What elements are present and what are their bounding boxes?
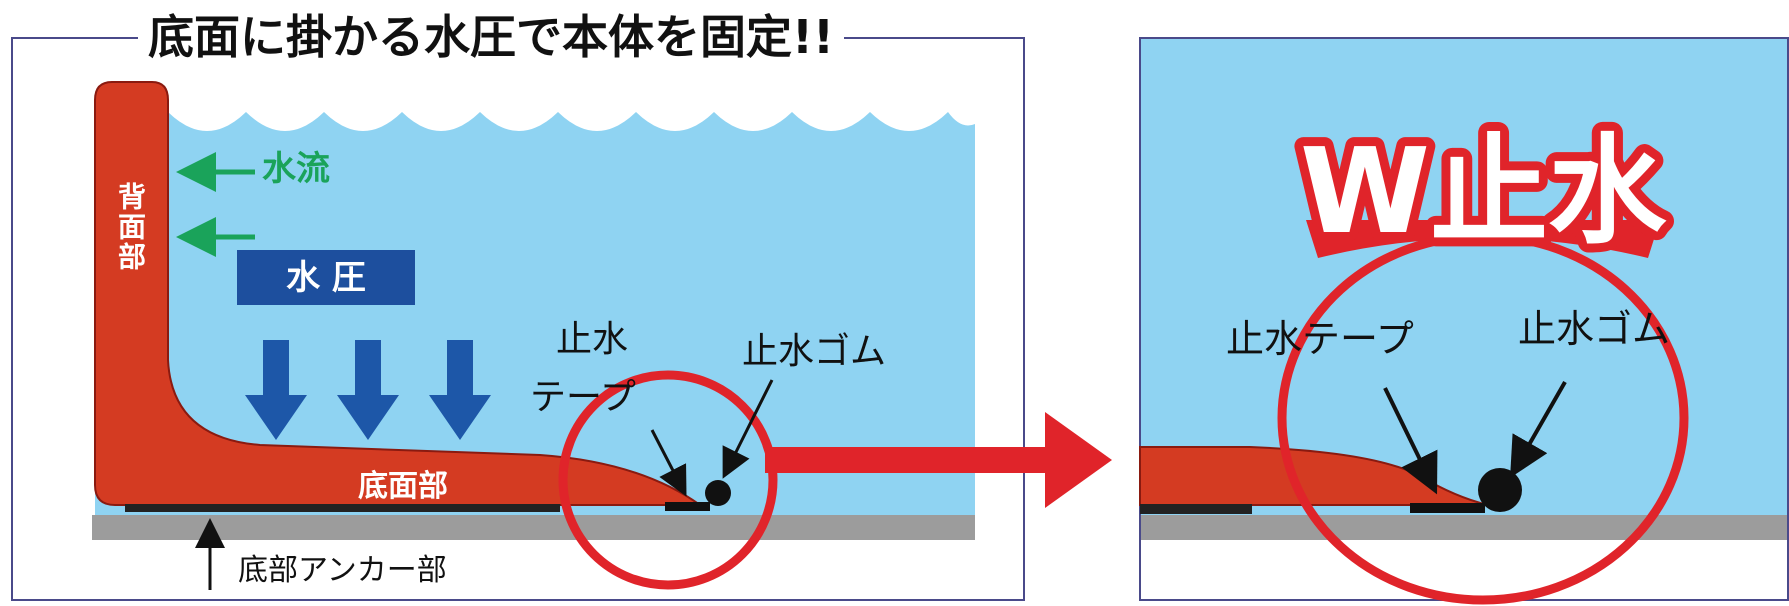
pressure-arrow-2 bbox=[337, 340, 399, 440]
double-seal-badge: W止水 bbox=[1300, 122, 1667, 260]
sealing-rubber-label-right: 止水ゴム bbox=[1518, 307, 1671, 351]
bottom-part-label: 底面部 bbox=[358, 469, 448, 504]
rubber-pointer-right bbox=[1510, 381, 1567, 478]
tape-pointer-right bbox=[1383, 387, 1438, 495]
badge-banner bbox=[1306, 220, 1660, 258]
sealing-tape-label-line1: 止水 bbox=[556, 319, 629, 360]
anchor-strip bbox=[125, 504, 560, 512]
sealing-tape-right bbox=[1410, 503, 1485, 513]
sealing-tape-left bbox=[665, 502, 710, 511]
sealing-rubber-left bbox=[705, 480, 731, 506]
right-ground bbox=[1140, 515, 1788, 540]
sealing-tape-label-right: 止水テープ bbox=[1226, 317, 1414, 361]
sealing-rubber-label-left: 止水ゴム bbox=[742, 331, 887, 372]
water-pressure-label: 水 圧 bbox=[286, 257, 366, 298]
detail-circle-left bbox=[558, 370, 778, 590]
pressure-arrow-3 bbox=[429, 340, 491, 440]
barrier-body bbox=[94, 81, 704, 506]
right-water-area bbox=[1140, 38, 1788, 515]
rubber-pointer-left bbox=[722, 379, 774, 479]
tape-pointer-left bbox=[650, 429, 687, 497]
left-ground bbox=[92, 515, 975, 540]
sealing-rubber-right bbox=[1478, 468, 1522, 512]
pressure-arrow-1 bbox=[245, 340, 307, 440]
water-flow-label: 水流 bbox=[262, 149, 330, 189]
back-part-label: 背面部 bbox=[114, 182, 147, 272]
anchor-label: 底部アンカー部 bbox=[238, 553, 447, 588]
anchor-strip-detail bbox=[1140, 504, 1252, 514]
zoom-arrow-head bbox=[1045, 412, 1112, 508]
zoom-arrow-shaft bbox=[765, 447, 1050, 473]
diagram-title: 底面に掛かる水圧で本体を固定!! bbox=[138, 14, 844, 60]
water-pressure-box bbox=[237, 250, 415, 305]
sealing-tape-label-line2: テープ bbox=[530, 377, 636, 418]
